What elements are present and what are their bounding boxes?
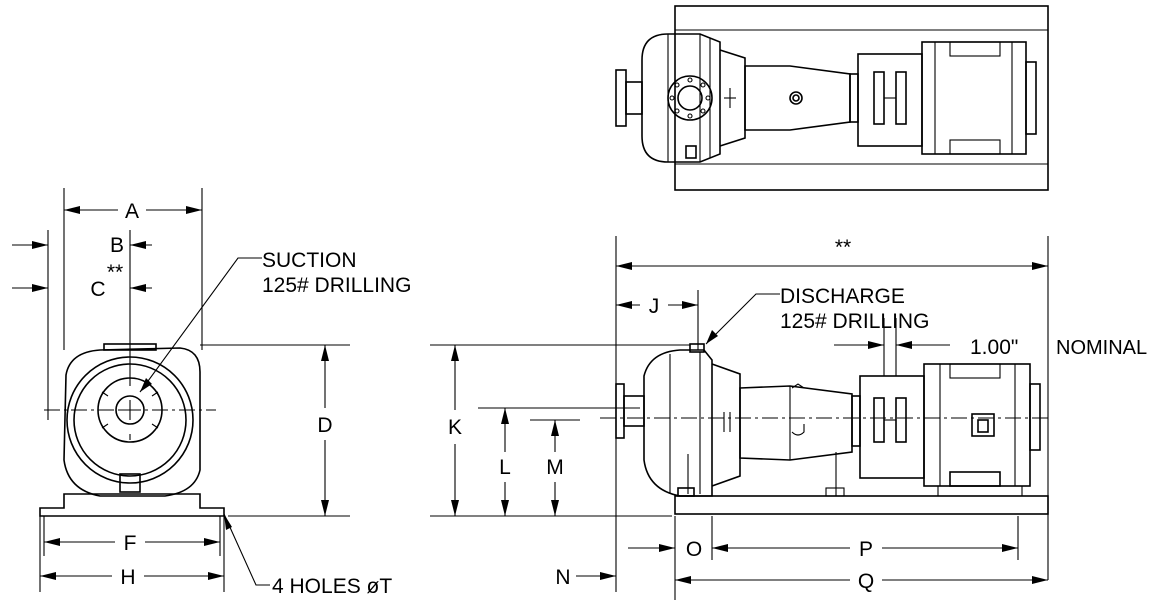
top-suction-flange <box>667 75 713 121</box>
nominal-word: NOMINAL <box>1056 337 1147 359</box>
dimension-labels: A B ** C D F H SUCTION 125# DRILLING 4 H… <box>90 200 1147 598</box>
end-baseplate <box>39 493 225 517</box>
discharge-label-1: DISCHARGE <box>780 285 905 308</box>
label-k: K <box>448 416 462 439</box>
end-view-dimensions <box>12 206 350 586</box>
label-c: C <box>90 278 105 301</box>
label-f: F <box>124 532 137 555</box>
label-m: M <box>546 456 564 479</box>
side-baseplate <box>674 495 1049 515</box>
holes-label: 4 HOLES øT <box>272 575 392 598</box>
side-coupling-guard <box>859 375 925 479</box>
top-casing <box>641 33 721 163</box>
label-l: L <box>499 456 511 479</box>
label-b: B <box>110 234 124 257</box>
label-o: O <box>686 538 702 561</box>
top-view-baseplate <box>674 5 1049 191</box>
label-j: J <box>649 295 660 318</box>
label-p: P <box>859 538 873 561</box>
label-c-note: ** <box>107 261 123 284</box>
side-view-dimensions <box>430 236 1049 600</box>
label-q: Q <box>858 570 874 593</box>
top-motor <box>921 41 1027 155</box>
label-overall: ** <box>835 236 851 259</box>
end-view <box>39 188 225 592</box>
top-coupling-guard <box>857 53 923 147</box>
suction-label-1: SUCTION <box>262 249 357 272</box>
label-a: A <box>125 200 139 223</box>
label-n: N <box>555 566 570 589</box>
side-view <box>600 343 1050 515</box>
end-casing <box>63 347 201 497</box>
label-d: D <box>317 414 332 437</box>
top-view <box>615 5 1049 191</box>
top-bearing-frame <box>744 65 851 131</box>
suction-label-2: 125# DRILLING <box>262 274 411 297</box>
discharge-label-2: 125# DRILLING <box>780 310 929 333</box>
label-h: H <box>120 566 135 589</box>
nominal-value: 1.00" <box>970 336 1018 359</box>
side-casing <box>643 349 713 497</box>
side-bearing-frame <box>739 385 853 461</box>
